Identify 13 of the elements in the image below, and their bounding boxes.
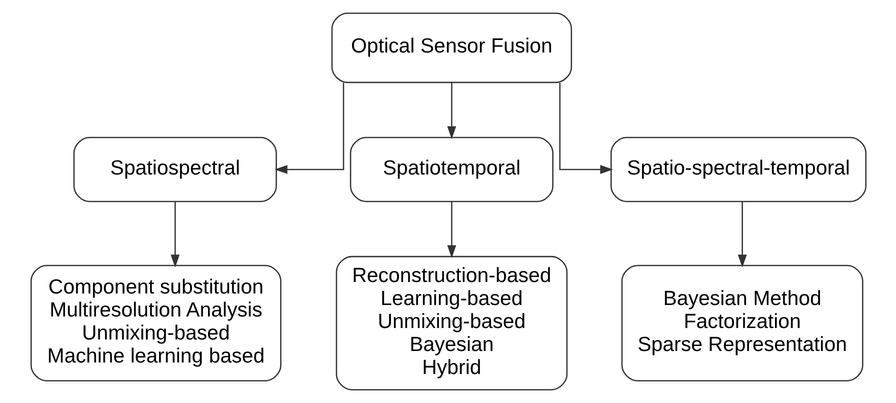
arrow <box>446 202 456 258</box>
arrow <box>558 82 613 174</box>
arrow <box>446 82 456 140</box>
arrow <box>274 82 344 174</box>
node-box: Component substitution Multiresolution Analysis Unmixing-based Machine learning based <box>30 264 281 382</box>
node-box: Reconstruction-based Learning-based Unmixing-based Bayesian Hybrid <box>335 256 568 390</box>
node-box: Spatiotemporal <box>349 136 553 202</box>
arrow <box>737 202 746 268</box>
node-box: Spatio-spectral-temporal <box>610 136 866 202</box>
node-box: Bayesian Method Factorization Sparse Representation <box>620 264 863 382</box>
node-box: Optical Sensor Fusion <box>330 12 572 84</box>
node-box: Spatiospectral <box>72 136 276 202</box>
arrow <box>170 202 180 268</box>
